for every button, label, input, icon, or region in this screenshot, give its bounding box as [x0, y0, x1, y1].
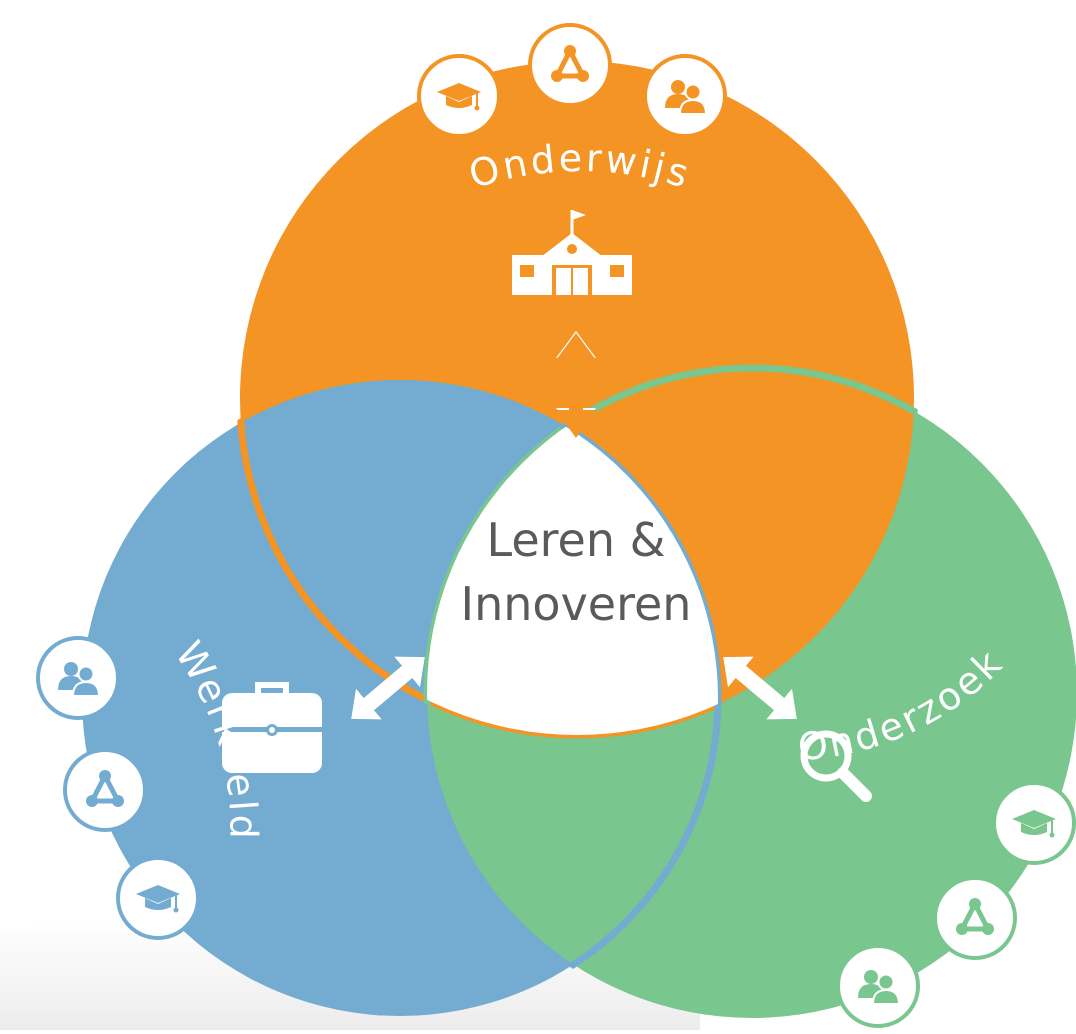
badge-left-graduation [116, 856, 200, 940]
center-region [427, 380, 718, 735]
magnifier-icon [800, 730, 872, 802]
briefcase-icon [222, 682, 322, 773]
arrow-top-icon [556, 331, 596, 438]
arrow-left-icon [351, 656, 425, 720]
badge-left-network [63, 748, 147, 832]
badge-top-graduation [417, 54, 501, 138]
arrow-right-icon [723, 656, 797, 720]
badge-right-graduation [992, 781, 1076, 865]
center-label-line2: Innoveren [461, 577, 692, 631]
badge-top-network [528, 23, 612, 107]
badge-right-network [933, 876, 1017, 960]
center-label-line1: Leren & [487, 513, 666, 567]
badge-right-people [836, 944, 920, 1028]
badge-top-people [643, 54, 727, 138]
badge-left-people [36, 636, 120, 720]
school-building-icon [512, 210, 632, 295]
